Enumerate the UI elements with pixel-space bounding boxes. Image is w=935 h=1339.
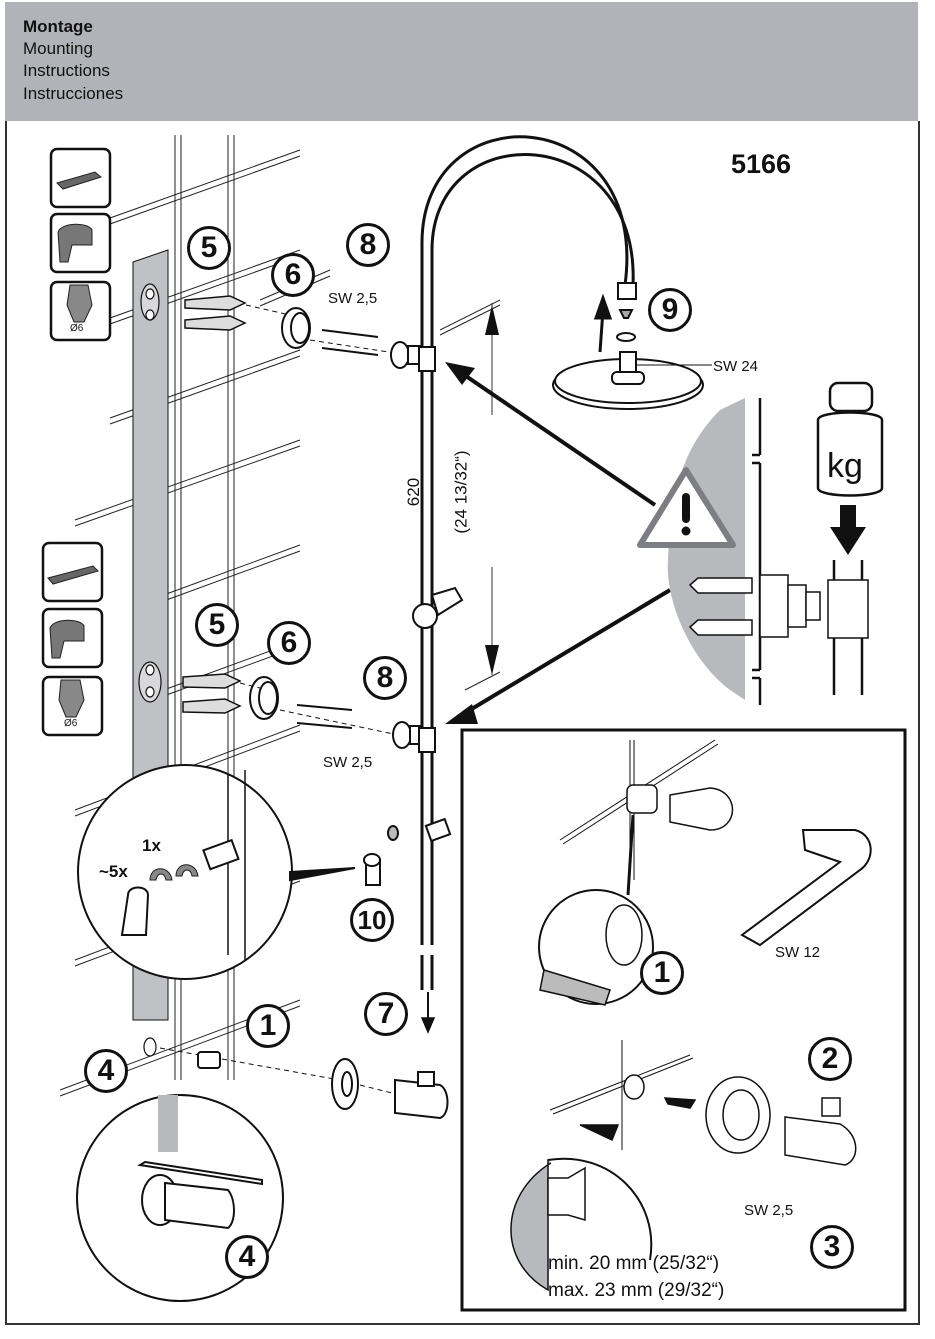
- step-8-bottom: 8: [363, 656, 407, 700]
- drill-diameter-bottom: Ø6: [64, 718, 78, 729]
- inset-note-max: max. 23 mm (29/32“): [548, 1280, 725, 1301]
- warning-arrows: [458, 370, 672, 718]
- valve-screw-size: SW 2,5: [744, 1202, 794, 1219]
- weight-label: kg: [827, 447, 863, 485]
- seal-rings: [149, 864, 199, 881]
- header-title-en: Mounting: [23, 39, 93, 58]
- shower-head-wrench-size: SW 24: [713, 358, 759, 375]
- warning-icon: [637, 467, 736, 548]
- hand-shower-slider: [412, 586, 464, 629]
- dowels-top: [182, 295, 247, 714]
- header-title-es: Instrucciones: [23, 84, 124, 103]
- step-1-inset: 1: [640, 951, 684, 995]
- drill-bit-icon: [58, 284, 93, 718]
- angle-valve-parts: [197, 1051, 449, 1120]
- step-8-top: 8: [346, 223, 390, 267]
- detail-circle-seal: [77, 764, 356, 980]
- model-number: 5166: [731, 149, 792, 179]
- step-9: 9: [648, 288, 692, 332]
- weight-icon: [816, 381, 884, 497]
- quantity-1x: 1x: [142, 836, 161, 855]
- page-frame: [5, 121, 920, 1325]
- riser-rail: [418, 135, 637, 990]
- template-holes: [138, 283, 162, 1057]
- step-10: 10: [350, 898, 394, 942]
- detail-inset-box: [460, 728, 907, 1312]
- step-6-top: 6: [271, 253, 315, 297]
- drill-icon: [49, 223, 93, 659]
- wrench-size-top: SW 2,5: [328, 290, 378, 307]
- dimension-mm: 620: [404, 477, 424, 507]
- spirit-level-icon: [47, 171, 103, 585]
- screws: [296, 329, 379, 729]
- step-5-bottom: 5: [195, 603, 239, 647]
- rosettes: [249, 307, 311, 720]
- step-3: 3: [810, 1225, 854, 1269]
- step-5-top: 5: [187, 226, 231, 270]
- step-4-main: 4: [84, 1049, 128, 1093]
- down-arrow-icon: [830, 505, 866, 555]
- header-banner: Montage Mounting Instructions Instruccio…: [5, 2, 918, 121]
- drill-diameter-top: Ø6: [70, 323, 84, 334]
- header-title-de: Montage: [23, 17, 93, 36]
- inset-illustration: [510, 739, 872, 1292]
- section-dowels: [688, 574, 869, 639]
- quantity-5x: ~5x: [99, 862, 128, 881]
- inset-note-min: min. 20 mm (25/32“): [548, 1253, 720, 1274]
- hex-key-size: SW 12: [775, 944, 821, 961]
- step-6-bottom: 6: [267, 621, 311, 665]
- header-title-en2: Instructions: [23, 61, 110, 80]
- hose-outlet: [363, 817, 452, 886]
- step-1-main: 1: [246, 1004, 290, 1048]
- dimension-inch: (24 13/32“): [451, 450, 471, 534]
- step-7: 7: [364, 992, 408, 1036]
- step-4-detail: 4: [225, 1235, 269, 1279]
- wall-section: [667, 398, 745, 700]
- step-2: 2: [808, 1037, 852, 1081]
- wall-brackets: [390, 341, 423, 749]
- shower-head: [552, 309, 704, 410]
- wrench-size-bottom: SW 2,5: [323, 754, 373, 771]
